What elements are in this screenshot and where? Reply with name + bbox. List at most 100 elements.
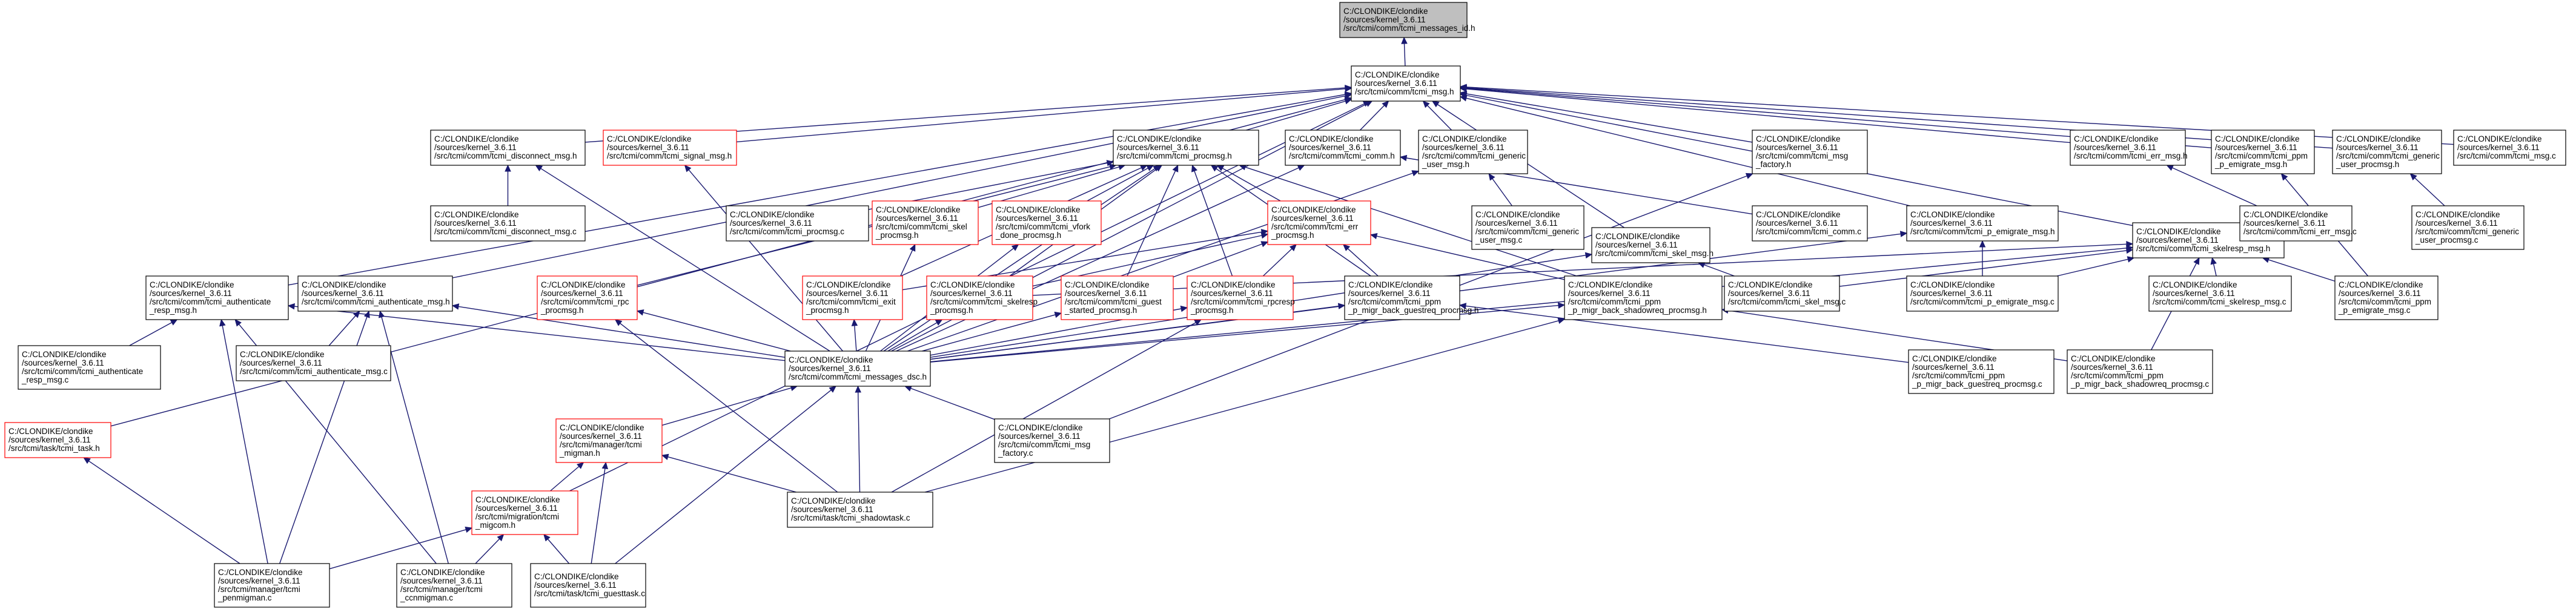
file-node[interactable]: C:/CLONDIKE/clondike/sources/kernel_3.6.…	[555, 418, 663, 463]
file-node-label-line: _p_emigrate_msg.c	[2338, 306, 2411, 315]
file-node[interactable]: C:/CLONDIKE/clondike/sources/kernel_3.6.…	[4, 422, 111, 458]
include-edge-n46-to-n26	[620, 323, 838, 493]
file-node-label-line: _procmsg.h	[806, 306, 849, 315]
include-edge-n31-to-n16	[1347, 248, 1379, 277]
include-edge-n17-to-n6	[1492, 178, 1512, 206]
file-node[interactable]: C:/CLONDIKE/clondike/sources/kernel_3.6.…	[1752, 130, 1868, 174]
file-node-label-line: /src/tcmi/comm/tcmi_skel	[876, 222, 967, 231]
file-node[interactable]: C:/CLONDIKE/clondike/sources/kernel_3.6.…	[2334, 275, 2439, 320]
file-node-box	[2067, 349, 2213, 394]
file-node-label-line: _p_migr_back_guestreq_procmsg.c	[1912, 380, 2042, 389]
file-node-label-line: /src/tcmi/comm/tcmi_msg	[1756, 151, 1848, 160]
file-node-box	[430, 205, 586, 242]
file-node-label-line: C:/CLONDIKE/clondike	[730, 210, 815, 219]
file-node[interactable]: C:/CLONDIKE/clondike/sources/kernel_3.6.…	[1344, 275, 1478, 320]
file-node[interactable]: C:/CLONDIKE/clondike/sources/kernel_3.6.…	[530, 563, 646, 608]
file-node-box	[784, 350, 931, 387]
file-node[interactable]: C:/CLONDIKE/clondike/sources/kernel_3.6.…	[802, 275, 903, 320]
file-node-label-line: C:/CLONDIKE/clondike	[2336, 134, 2421, 143]
file-node[interactable]: C:/CLONDIKE/clondike/sources/kernel_3.6.…	[1471, 205, 1584, 250]
file-node[interactable]: C:/CLONDIKE/clondike/sources/kernel_3.6.…	[726, 205, 869, 242]
file-node-label-line: /src/tcmi/comm/tcmi_skelresp_msg.c	[2153, 297, 2286, 306]
file-node[interactable]: C:/CLONDIKE/clondike/sources/kernel_3.6.…	[18, 345, 161, 390]
include-edge-n32-to-n4	[1245, 166, 1577, 277]
file-node[interactable]: C:/CLONDIKE/clondike/sources/kernel_3.6.…	[1187, 275, 1295, 320]
file-node[interactable]: C:/CLONDIKE/clondike/sources/kernel_3.6.…	[1564, 275, 1723, 320]
file-node[interactable]: C:/CLONDIKE/clondike/sources/kernel_3.6.…	[430, 205, 586, 242]
file-node[interactable]: C:/CLONDIKE/clondike/sources/kernel_3.6.…	[872, 200, 979, 245]
file-node-box	[1908, 349, 2055, 394]
arrowhead-n39-to-n5	[1297, 165, 1305, 171]
file-node-label-line: /src/tcmi/task/tcmi_shadowtask.c	[791, 513, 910, 522]
arrowhead-n39-to-n15	[1011, 244, 1019, 251]
file-node[interactable]: C:/CLONDIKE/clondike/sources/kernel_3.6.…	[430, 130, 586, 166]
file-node[interactable]: C:/CLONDIKE/clondike/sources/kernel_3.6.…	[603, 130, 737, 166]
arrowhead-n48-to-n25	[378, 310, 385, 318]
file-node[interactable]: C:/CLONDIKE/clondike/sources/kernel_3.6.…	[2070, 130, 2188, 166]
file-node-label-line: /src/tcmi/migration/tcmi	[475, 512, 559, 521]
file-node-label-line: /sources/kernel_3.6.11	[1348, 289, 1431, 298]
file-node[interactable]: C:/CLONDIKE/clondike/sources/kernel_3.6.…	[1591, 227, 1713, 263]
file-node[interactable]: C:/CLONDIKE/clondike/sources/kernel_3.6.…	[787, 492, 933, 528]
arrowhead-n31-to-n4	[1210, 165, 1219, 172]
file-node-label-line: /src/tcmi/comm/tcmi_procmsg.h	[1117, 151, 1232, 160]
include-edge-n48-to-n25	[381, 317, 449, 564]
file-node[interactable]: C:/CLONDIKE/clondike/sources/kernel_3.6.…	[1418, 130, 1528, 174]
file-node[interactable]: C:/CLONDIKE/clondike/sources/kernel_3.6.…	[1906, 275, 2059, 312]
file-node-label-line: /sources/kernel_3.6.11	[998, 432, 1081, 441]
arrowhead-n44-to-n7	[1745, 173, 1753, 179]
file-node-label-line: /src/tcmi/comm/tcmi_ppm	[2071, 371, 2164, 380]
file-node[interactable]: C:/CLONDIKE/clondike/sources/kernel_3.6.…	[1267, 200, 1371, 245]
file-node[interactable]: C:/CLONDIKE/clondike/sources/kernel_3.6.…	[537, 275, 638, 320]
file-node[interactable]: C:/CLONDIKE/clondike/sources/kernel_3.6.…	[1908, 349, 2055, 394]
file-node-box	[1752, 130, 1868, 174]
arrowhead-n48-to-n24	[234, 319, 242, 327]
file-node-label-line: /sources/kernel_3.6.11	[806, 289, 889, 298]
file-node[interactable]: C:/CLONDIKE/clondike/sources/kernel_3.6.…	[1752, 205, 1868, 242]
file-node-label-line: _p_migr_back_guestreq_procmsg.h	[1348, 306, 1478, 315]
include-edge-n10-to-n1	[1466, 87, 2333, 149]
file-node[interactable]: C:/CLONDIKE/clondike/sources/kernel_3.6.…	[1351, 65, 1461, 102]
file-node-label-line: C:/CLONDIKE/clondike	[1595, 232, 1680, 241]
file-node[interactable]: C:/CLONDIKE/clondike/sources/kernel_3.6.…	[1724, 275, 1846, 312]
file-node-box	[471, 490, 578, 535]
file-node[interactable]: C:/CLONDIKE/clondike/sources/kernel_3.6.…	[145, 275, 289, 320]
file-node[interactable]: C:/CLONDIKE/clondike/sources/kernel_3.6.…	[2453, 130, 2566, 166]
arrowhead-n29-to-n16	[1260, 241, 1269, 248]
file-node[interactable]: C:/CLONDIKE/clondike/sources/kernel_3.6.…	[236, 345, 391, 381]
file-node-label-line: /sources/kernel_3.6.11	[240, 358, 322, 367]
file-node[interactable]: C:/CLONDIKE/clondike/sources/kernel_3.6.…	[2148, 275, 2292, 312]
file-node[interactable]: C:/CLONDIKE/clondike/sources/kernel_3.6.…	[994, 418, 1110, 463]
file-node[interactable]: C:/CLONDIKE/clondike/sources/kernel_3.6.…	[2211, 130, 2315, 174]
arrowhead-n39-to-n31	[1337, 303, 1346, 309]
file-node[interactable]: C:/CLONDIKE/clondike/sources/kernel_3.6.…	[297, 275, 453, 312]
file-node[interactable]: C:/CLONDIKE/clondike/sources/kernel_3.6.…	[2067, 349, 2213, 394]
file-node-label-line: C:/CLONDIKE/clondike	[22, 350, 107, 359]
arrowhead-n39-to-n27	[851, 318, 858, 326]
file-node[interactable]: C:/CLONDIKE/clondike/sources/kernel_3.6.…	[471, 490, 578, 535]
file-node[interactable]: C:/CLONDIKE/clondike/sources/kernel_3.6.…	[926, 275, 1038, 320]
file-node[interactable]: C:/CLONDIKE/clondike/sources/kernel_3.6.…	[1285, 130, 1401, 166]
include-edge-n47-to-n42	[88, 461, 240, 564]
file-node-label-line: /sources/kernel_3.6.11	[534, 581, 617, 590]
file-node[interactable]: C:/CLONDIKE/clondike/sources/kernel_3.6.…	[396, 563, 512, 608]
file-node[interactable]: C:/CLONDIKE/clondike/sources/kernel_3.6.…	[1061, 275, 1174, 320]
file-node[interactable]: C:/CLONDIKE/clondike/sources/kernel_3.6.…	[2239, 205, 2357, 242]
file-node-label-line: _p_migr_back_shadowreq_procmsg.h	[1568, 306, 1707, 315]
arrowhead-n30-to-n16	[1289, 244, 1297, 252]
arrowhead-n6-to-n1	[1422, 100, 1430, 108]
file-node-label-line: /sources/kernel_3.6.11	[2074, 143, 2156, 152]
file-node[interactable]: C:/CLONDIKE/clondike/sources/kernel_3.6.…	[2332, 130, 2442, 174]
file-node[interactable]: C:/CLONDIKE/clondike/sources/kernel_3.6.…	[1113, 130, 1259, 166]
file-node[interactable]: C:/CLONDIKE/clondike/sources/kernel_3.6.…	[784, 350, 931, 387]
file-node[interactable]: C:/CLONDIKE/clondike/sources/kernel_3.6.…	[1339, 2, 1475, 38]
file-node[interactable]: C:/CLONDIKE/clondike/sources/kernel_3.6.…	[214, 563, 330, 608]
file-node-label-line: C:/CLONDIKE/clondike	[998, 423, 1083, 432]
file-node-label-line: _resp_msg.h	[149, 306, 197, 315]
file-node[interactable]: C:/CLONDIKE/clondike/sources/kernel_3.6.…	[992, 200, 1102, 245]
file-node[interactable]: C:/CLONDIKE/clondike/sources/kernel_3.6.…	[2411, 205, 2525, 250]
include-edge-n25-to-n1	[452, 95, 1346, 278]
include-edge-n39-to-n28	[887, 322, 938, 352]
file-node-label-line: /src/tcmi/comm/tcmi_authenticate_msg.c	[240, 367, 388, 376]
file-node[interactable]: C:/CLONDIKE/clondike/sources/kernel_3.6.…	[1906, 205, 2059, 242]
